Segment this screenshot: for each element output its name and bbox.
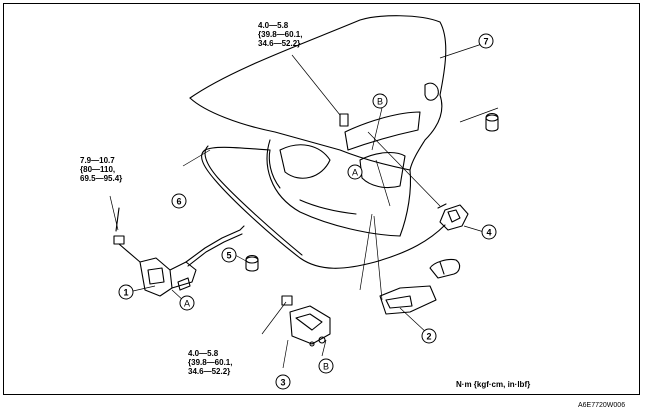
callout-3: 3 bbox=[275, 374, 291, 390]
torque-spec-bottom-line3: 34.6—52.2} bbox=[188, 367, 231, 376]
ref-a-on-lid: A bbox=[347, 164, 363, 180]
callout-2-label: 2 bbox=[426, 332, 431, 342]
torque-spec-left-line2: {80—110, bbox=[80, 165, 116, 174]
callout-6-label: 6 bbox=[176, 197, 181, 207]
side-bumper bbox=[485, 112, 499, 132]
torque-spec-left-line3: 69.5—95.4} bbox=[80, 174, 123, 183]
ref-a-on-latch-label: A bbox=[184, 299, 190, 309]
reference-letters: A A B B bbox=[179, 93, 388, 374]
callout-1-label: 1 bbox=[123, 288, 128, 298]
torque-spec-bottom-line1: 4.0—5.8 bbox=[188, 349, 219, 358]
torque-spec-bottom-line2: {39.8—60.1, bbox=[188, 358, 233, 367]
lock-cylinder bbox=[437, 203, 469, 231]
trunk-lid-panel bbox=[189, 15, 447, 237]
units-note: N·m {kgf·cm, in·lbf} bbox=[456, 380, 531, 389]
callout-5: 5 bbox=[221, 247, 237, 263]
callout-1: 1 bbox=[118, 284, 134, 300]
ref-a-on-latch: A bbox=[179, 295, 195, 311]
torque-spec-left-line1: 7.9—10.7 bbox=[80, 156, 115, 165]
callout-4: 4 bbox=[481, 224, 497, 240]
torque-spec-bottom: 4.0—5.8 {39.8—60.1, 34.6—52.2} bbox=[188, 349, 232, 376]
opener-actuator bbox=[379, 258, 461, 315]
ref-b-on-lid: B bbox=[372, 93, 388, 109]
ref-b-on-bracket-label: B bbox=[323, 362, 329, 372]
callout-7: 7 bbox=[478, 33, 494, 49]
torque-spec-top-line3: 34.6—52.2} bbox=[258, 39, 301, 48]
callout-2: 2 bbox=[421, 328, 437, 344]
ref-b-on-lid-label: B bbox=[377, 97, 383, 107]
callout-4-label: 4 bbox=[486, 228, 491, 238]
callouts: 7 6 5 4 1 2 3 bbox=[118, 33, 497, 390]
torque-spec-top-line2: {39.8—60.1, bbox=[258, 30, 303, 39]
garnish-bolt bbox=[339, 113, 349, 127]
callout-5-label: 5 bbox=[226, 251, 231, 261]
torque-spec-top: 4.0—5.8 {39.8—60.1, 34.6—52.2} bbox=[258, 21, 302, 48]
figure-frame bbox=[3, 3, 640, 395]
ref-a-on-lid-label: A bbox=[352, 168, 358, 178]
trunk-lid-latch bbox=[139, 225, 245, 297]
figure-code: A6E7720W006 bbox=[578, 402, 626, 409]
callout-6: 6 bbox=[171, 193, 187, 209]
torque-spec-left: 7.9—10.7 {80—110, 69.5—95.4} bbox=[80, 156, 122, 183]
weatherstrip bbox=[201, 145, 446, 269]
latch-bolt bbox=[113, 207, 141, 263]
torque-spec-top-line1: 4.0—5.8 bbox=[258, 21, 289, 30]
trunk-lid-bumper bbox=[245, 254, 259, 272]
ref-b-on-bracket: B bbox=[318, 358, 334, 374]
rear-bracket-unit bbox=[281, 295, 331, 347]
callout-7-label: 7 bbox=[483, 37, 488, 47]
callout-3-label: 3 bbox=[280, 378, 285, 388]
